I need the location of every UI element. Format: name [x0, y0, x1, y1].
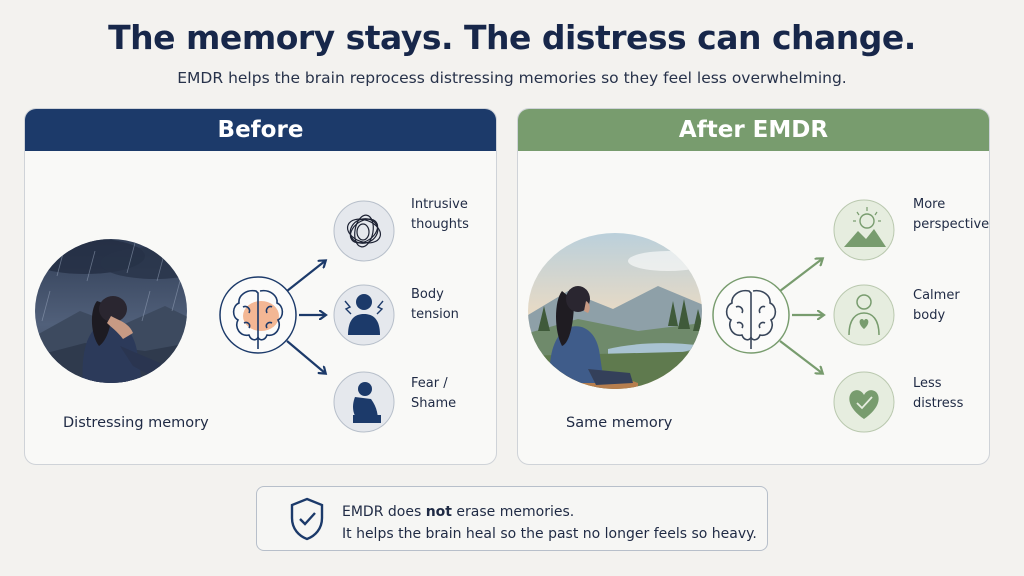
- fear-shame-icon: [333, 371, 395, 433]
- before-diagram: [35, 200, 395, 433]
- before-caption: Distressing memory: [63, 415, 209, 431]
- heart-icon: [833, 371, 895, 433]
- before-panel: Before: [24, 108, 497, 465]
- mountain-sunrise-icon: [833, 199, 895, 261]
- brain-icon-after: [725, 289, 777, 349]
- note-text-line2: It helps the brain heal so the past no l…: [342, 526, 757, 542]
- note-box: EMDR does not erase memories. It helps t…: [256, 486, 768, 551]
- page-subtitle: EMDR helps the brain reprocess distressi…: [177, 69, 847, 87]
- tense-body-icon: [333, 284, 395, 346]
- same-memory-illustration: [528, 233, 702, 389]
- after-heading: After EMDR: [518, 109, 989, 151]
- after-diagram: [528, 199, 895, 433]
- calm-body-icon: [833, 284, 895, 346]
- distressing-memory-illustration: [35, 239, 187, 383]
- effect-label-fear-shame: Fear /Shame: [411, 376, 457, 411]
- shield-check-icon: [290, 497, 324, 541]
- note-text-line1: EMDR does not erase memories.: [342, 504, 575, 520]
- tangled-thoughts-icon: [333, 200, 395, 262]
- after-caption: Same memory: [566, 415, 673, 431]
- brain-icon-before: [232, 289, 284, 349]
- after-panel: After EMDR: [517, 108, 990, 465]
- before-heading: Before: [25, 109, 496, 151]
- arrow-down-after: [779, 340, 822, 373]
- arrow-down-before: [286, 340, 325, 373]
- arrow-up-before: [286, 261, 325, 292]
- page-title: The memory stays. The distress can chang…: [108, 18, 916, 57]
- arrow-up-after: [779, 259, 822, 292]
